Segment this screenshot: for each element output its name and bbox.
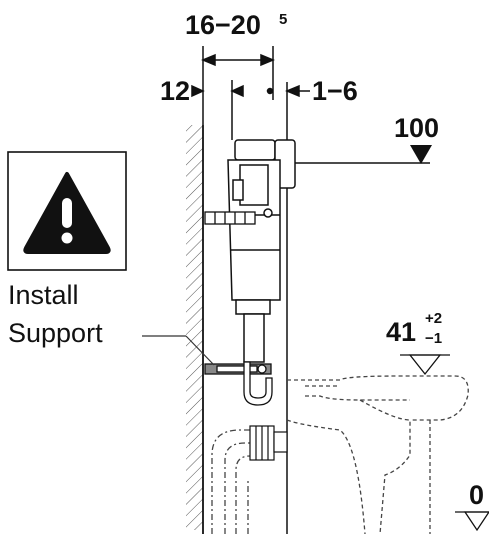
wall-clearance-dimension <box>191 80 244 140</box>
install-support-bracket <box>142 335 272 375</box>
bowl-height-marker <box>400 354 450 376</box>
bowl-height-label: 41 <box>386 317 417 347</box>
wall-clearance-label: 12 <box>160 76 191 106</box>
callout-install-label: Install <box>8 280 79 310</box>
floor-marker <box>455 511 489 532</box>
outlet-bend <box>243 361 273 406</box>
warning-exclamation-icon <box>7 151 127 271</box>
adjust-range-label: 1−6 <box>312 76 358 106</box>
width-dimension <box>201 46 275 125</box>
width-range-label: 16−20 <box>185 10 261 40</box>
toilet-bowl <box>286 375 469 534</box>
flush-height-marker <box>410 145 432 164</box>
cistern <box>227 139 296 363</box>
bracket <box>204 211 256 225</box>
callout-support-label: Support <box>8 318 103 348</box>
bowl-height-tol-minus: −1 <box>425 330 443 347</box>
flush-plate-height-label: 100 <box>394 113 440 143</box>
bowl-height-tol-plus: +2 <box>425 310 443 327</box>
connector-pipe <box>249 425 288 461</box>
floor-level-label: 0 <box>469 480 485 510</box>
wall-hatch <box>186 125 203 530</box>
drain-pipe <box>211 429 262 534</box>
width-range-superscript: 5 <box>279 11 288 28</box>
